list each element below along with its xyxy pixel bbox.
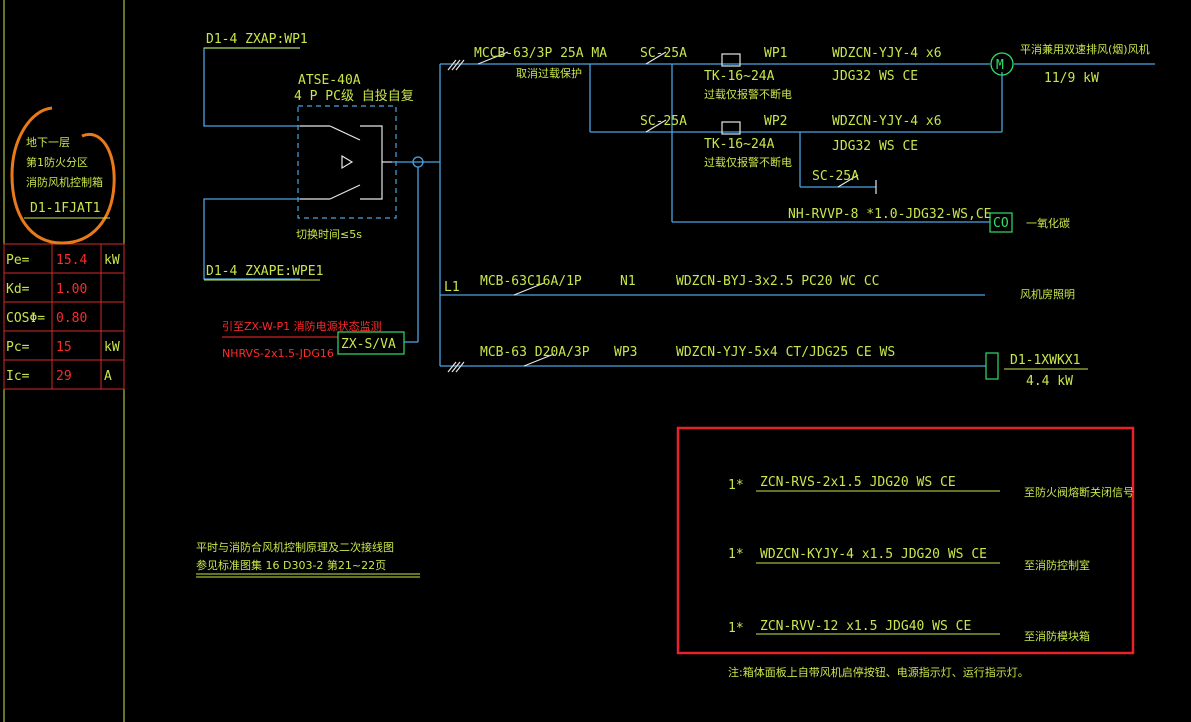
zx-module-box [337, 331, 405, 355]
param-row-pe: Pe= 15.4 kW [6, 253, 120, 268]
contactor-3-label: SC-25A [812, 169, 859, 184]
co-cable: NH-RVVP-8 *1.0-JDG32-WS,CE [788, 207, 992, 222]
svg-text:1*: 1* [728, 478, 744, 493]
box-row-2: 1* WDZCN-KYJY-4 x1.5 JDG20 WS CE 至消防控制室 [728, 547, 1090, 572]
relay-2-label: TK-16~24A [704, 137, 775, 152]
wp3-breaker-symbol [447, 353, 555, 373]
svg-text:kW: kW [104, 253, 120, 268]
svg-text:15.4: 15.4 [56, 253, 87, 268]
wp3-breaker-label: MCB-63 D20A/3P [480, 345, 590, 360]
fan-power: 11/9 kW [1044, 71, 1099, 86]
n1-label: N1 [620, 274, 636, 289]
box-row-3: 1* ZCN-RVV-12 x1.5 JDG40 WS CE 至消防模块箱 [728, 619, 1090, 643]
light-cable: WDZCN-BYJ-3x2.5 PC20 WC CC [676, 274, 880, 289]
wp1-label: WP1 [764, 46, 787, 61]
atse-switch-time: 切换时间≤5s [296, 227, 362, 241]
wp2-cable: WDZCN-YJY-4 x6 [832, 114, 942, 129]
zx-module-label: ZX-S/VA [341, 337, 396, 352]
contactor-2-label: SC-25A [640, 114, 687, 129]
co-sensor-box [989, 212, 1013, 233]
reference-atlas: 参见标准图集 16 D303-2 第21~22页 [196, 558, 386, 572]
control-signal-cable: NHRVS-2x1.5-JDG16 [222, 347, 334, 360]
wp3-power: 4.4 kW [1026, 374, 1073, 389]
atse-switch-symbol [300, 125, 392, 200]
fan-feeder-wiring [440, 63, 1155, 223]
panel-type: 消防风机控制箱 [26, 175, 103, 189]
param-row-pc: Pc= 15 kW [6, 340, 120, 355]
svg-text:1.00: 1.00 [56, 282, 87, 297]
wp2-label: WP2 [764, 114, 787, 129]
wp3-label: WP3 [614, 345, 637, 360]
svg-text:Pe=: Pe= [6, 253, 30, 268]
box-row-1: 1* ZCN-RVS-2x1.5 JDG20 WS CE 至防火阀熔断关闭信号 [728, 475, 1134, 499]
co-sensor-label: CO [993, 216, 1009, 231]
main-input-label: D1-4 ZXAP:WP1 [206, 32, 308, 47]
svg-text:kW: kW [104, 340, 120, 355]
co-sensor-name: 一氧化碳 [1026, 216, 1070, 230]
svg-text:Kd=: Kd= [6, 282, 30, 297]
panel-floor: 地下一层 [26, 136, 70, 149]
param-row-kd: Kd= 1.00 [6, 282, 87, 297]
bus-wiring [392, 64, 441, 366]
svg-text:ZCN-RVV-12 x1.5 JDG40 WS CE: ZCN-RVV-12 x1.5 JDG40 WS CE [760, 619, 971, 634]
svg-text:ZCN-RVS-2x1.5 JDG20 WS CE: ZCN-RVS-2x1.5 JDG20 WS CE [760, 475, 956, 490]
svg-text:COSΦ=: COSΦ= [6, 311, 45, 326]
param-row-cos: COSΦ= 0.80 [6, 311, 87, 326]
svg-text:1*: 1* [728, 621, 744, 636]
drawing-frame [3, 0, 125, 722]
svg-text:至消防控制室: 至消防控制室 [1024, 558, 1090, 572]
svg-text:1*: 1* [728, 547, 744, 562]
wp2-conduit: JDG32 WS CE [832, 139, 918, 154]
breaker-symbols [447, 51, 877, 194]
panel-note: 注:箱体面板上自带风机启停按钮、电源指示灯、运行指示灯。 [728, 665, 1029, 679]
svg-text:至消防模块箱: 至消防模块箱 [1024, 629, 1090, 643]
wp1-cable: WDZCN-YJY-4 x6 [832, 46, 942, 61]
control-cable-box [676, 426, 1135, 655]
relay-1-label: TK-16~24A [704, 69, 775, 84]
input-wiring [203, 47, 300, 280]
svg-text:0.80: 0.80 [56, 311, 87, 326]
fan-breaker-note: 取消过载保护 [516, 66, 582, 80]
panel-zone: 第1防火分区 [26, 155, 88, 169]
svg-text:29: 29 [56, 369, 72, 384]
parameter-table [3, 243, 125, 390]
svg-text:Pc=: Pc= [6, 340, 30, 355]
contactor-1-label: SC-25A [640, 46, 687, 61]
control-signal-source: 引至ZX-W-P1 消防电源状态监测 [222, 319, 382, 333]
reference-title: 平时与消防合风机控制原理及二次接线图 [196, 540, 394, 554]
motor-letter: M [996, 58, 1004, 73]
svg-text:15: 15 [56, 340, 72, 355]
svg-text:A: A [104, 369, 112, 384]
backup-input-label: D1-4 ZXAPE:WPE1 [206, 264, 323, 279]
atse-enclosure [297, 105, 397, 219]
fan-name: 平消兼用双速排风(烟)风机 [1020, 42, 1150, 56]
param-row-ic: Ic= 29 A [6, 369, 112, 384]
l1-label: L1 [444, 280, 460, 295]
relay-2-note: 过载仅报警不断电 [704, 155, 792, 169]
light-name: 风机房照明 [1020, 287, 1075, 301]
wp3-dest-box [985, 352, 999, 380]
atse-description: 4 P PC级 自投自复 [294, 88, 414, 104]
wp3-destination: D1-1XWKX1 [1010, 353, 1080, 368]
panel-code: D1-1FJAT1 [30, 201, 100, 216]
light-breaker-label: MCB-63C16A/1P [480, 274, 582, 289]
wp1-conduit: JDG32 WS CE [832, 69, 918, 84]
wp3-cable: WDZCN-YJY-5x4 CT/JDG25 CE WS [676, 345, 895, 360]
svg-text:至防火阀熔断关闭信号: 至防火阀熔断关闭信号 [1024, 485, 1134, 499]
svg-text:Ic=: Ic= [6, 369, 30, 384]
atse-model: ATSE-40A [298, 73, 361, 88]
relay-1-note: 过载仅报警不断电 [704, 87, 792, 101]
fan-breaker-label: MCCB-63/3P 25A MA [474, 46, 607, 61]
panel-highlight-ellipse [10, 106, 116, 245]
motor-symbol [990, 52, 1014, 76]
svg-text:WDZCN-KYJY-4 x1.5 JDG20 WS: WDZCN-KYJY-4 x1.5 JDG20 WS CE [760, 547, 987, 562]
